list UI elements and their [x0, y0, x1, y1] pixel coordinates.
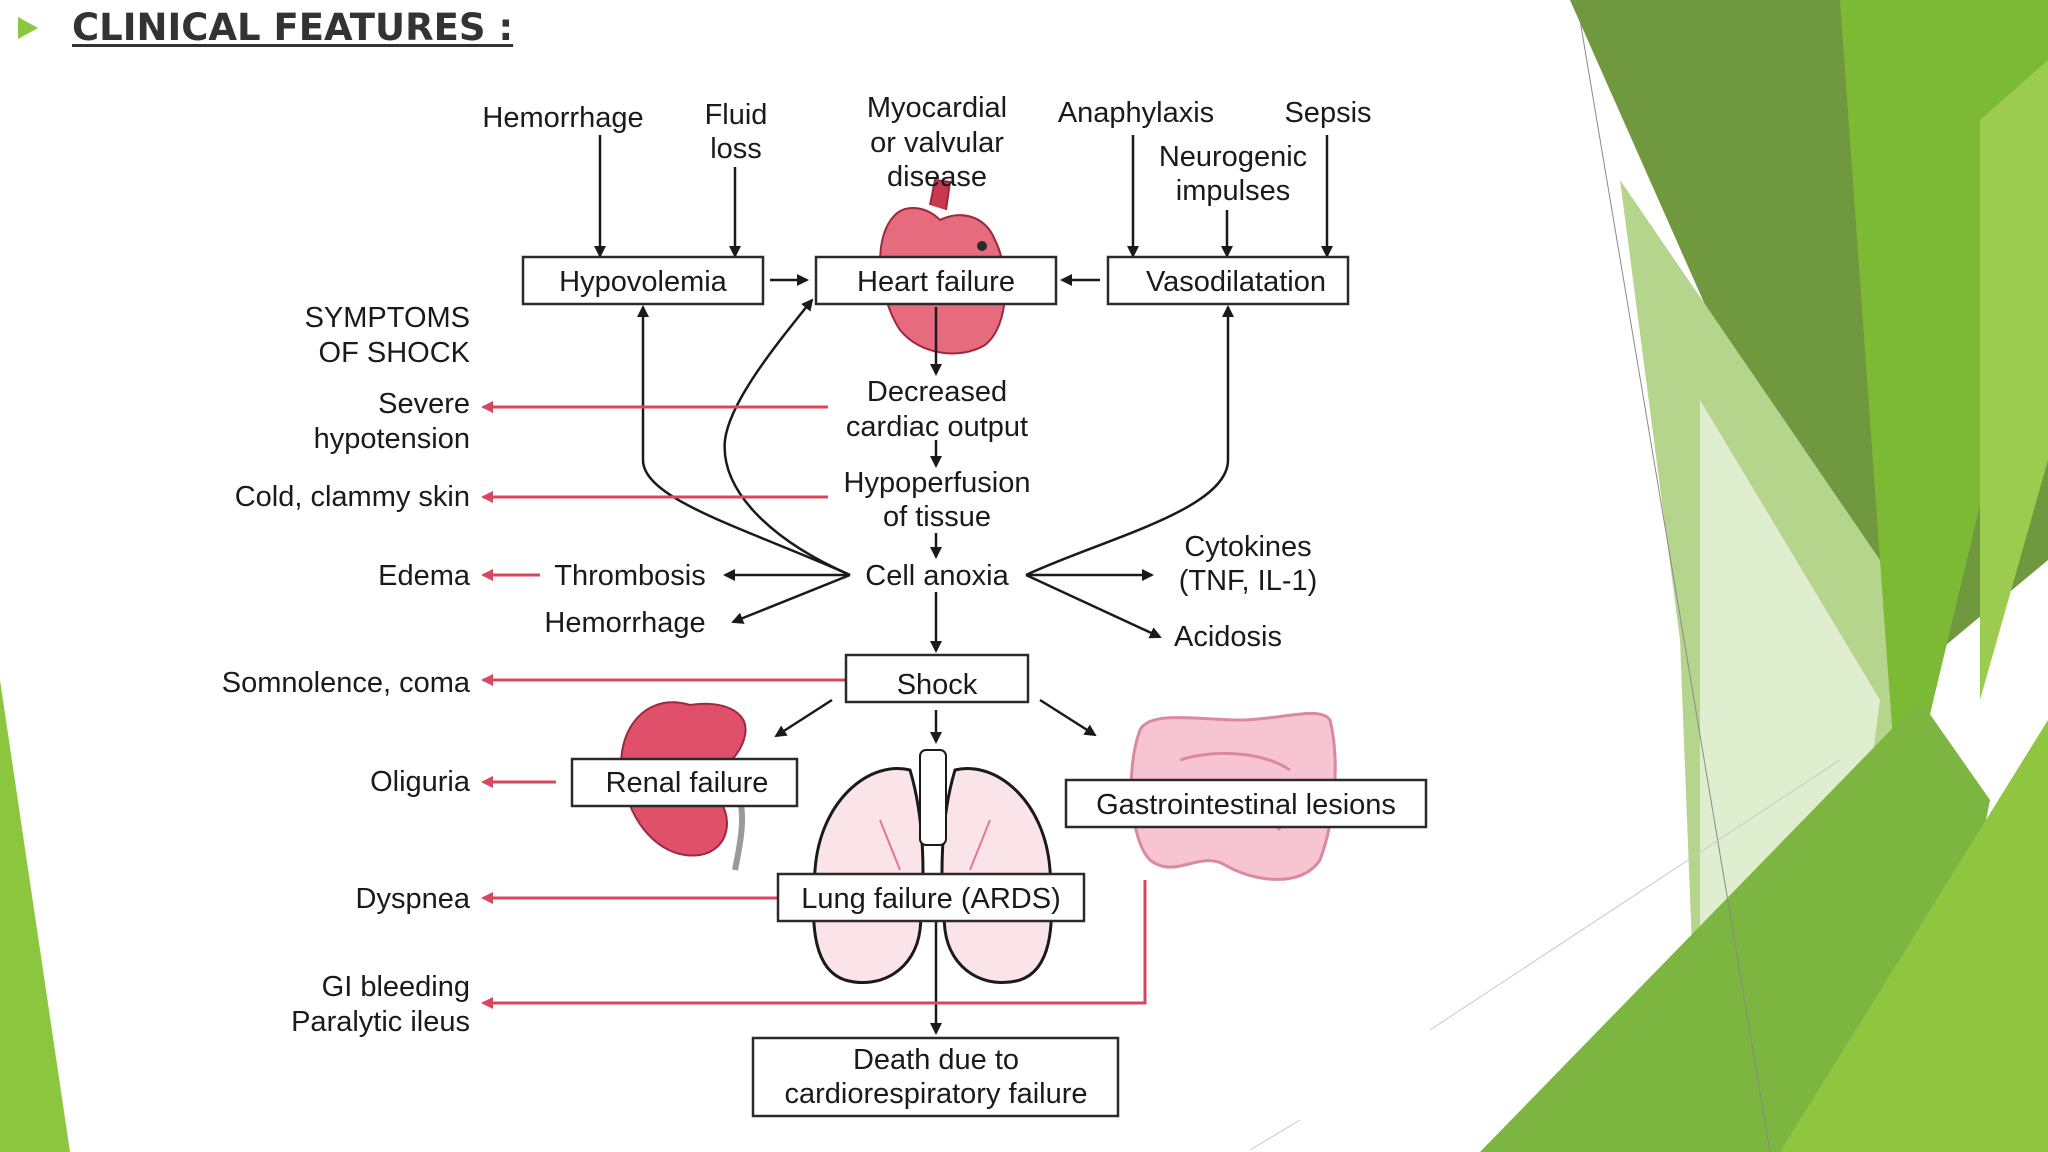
cause-neurogenic-line1: Neurogenic [1159, 141, 1307, 173]
flow-thrombosis: Thrombosis [554, 560, 706, 592]
symptom-oliguria: Oliguria [370, 766, 471, 798]
symptoms-title-line2: OF SHOCK [319, 337, 471, 369]
box-shock-label: Shock [897, 669, 978, 701]
symptom-dyspnea: Dyspnea [356, 883, 471, 915]
cause-myocardial-line3: disease [887, 161, 987, 193]
symptom-gi-bleeding: GI bleeding [322, 971, 470, 1003]
flow-hypoperfusion-line2: of tissue [883, 501, 991, 533]
box-heart-failure: Heart failure [814, 255, 1058, 306]
slide-heading: CLINICAL FEATURES : [18, 6, 513, 49]
box-hypovolemia: Hypovolemia [521, 255, 765, 306]
box-gi-lesions-label: Gastrointestinal lesions [1096, 789, 1396, 821]
box-lung-failure: Lung failure (ARDS) [776, 872, 1086, 923]
box-vasodilatation-label: Vasodilatation [1146, 266, 1326, 298]
slide-title: CLINICAL FEATURES : [72, 6, 514, 49]
cause-sepsis: Sepsis [1284, 97, 1371, 129]
box-death: Death due to cardiorespiratory failure [751, 1036, 1120, 1118]
symptom-severe-hypotension-line1: Severe [378, 388, 470, 420]
cause-hemorrhage: Hemorrhage [482, 102, 643, 134]
symptom-severe-hypotension-line2: hypotension [314, 423, 470, 455]
cause-anaphylaxis: Anaphylaxis [1058, 97, 1214, 129]
lungs-icon [811, 749, 1054, 985]
symptom-somnolence-coma: Somnolence, coma [222, 667, 471, 699]
flow-decreased-output-line2: cardiac output [846, 411, 1028, 443]
cause-fluid-loss-line2: loss [710, 133, 762, 165]
box-death-label-line2: cardiorespiratory failure [784, 1078, 1087, 1110]
box-shock: Shock [844, 653, 1030, 704]
flow-hypoperfusion-line1: Hypoperfusion [844, 467, 1031, 499]
box-renal-failure: Renal failure [570, 757, 799, 808]
symptom-cold-clammy-skin: Cold, clammy skin [235, 481, 470, 513]
cause-fluid-loss-line1: Fluid [705, 99, 768, 131]
flow-cytokines-line1: Cytokines [1184, 531, 1311, 563]
flow-cell-anoxia: Cell anoxia [865, 560, 1009, 592]
box-renal-failure-label: Renal failure [606, 767, 769, 799]
box-lung-failure-label: Lung failure (ARDS) [801, 883, 1061, 915]
flow-acidosis: Acidosis [1174, 621, 1282, 653]
cause-neurogenic-line2: impulses [1176, 175, 1290, 207]
symptoms-title-line1: SYMPTOMS [305, 302, 470, 334]
symptom-paralytic-ileus: Paralytic ileus [291, 1006, 470, 1038]
cause-myocardial-line2: or valvular [870, 127, 1004, 159]
box-hypovolemia-label: Hypovolemia [559, 266, 727, 298]
flow-hemorrhage: Hemorrhage [544, 607, 705, 639]
flow-arrows [594, 135, 1333, 1035]
box-gastrointestinal-lesions: Gastrointestinal lesions [1064, 778, 1428, 829]
box-heart-failure-label: Heart failure [857, 266, 1015, 298]
cause-myocardial-line1: Myocardial [867, 92, 1007, 124]
box-vasodilatation: Vasodilatation [1106, 255, 1350, 306]
triangle-bullet-icon [18, 16, 38, 39]
flow-cytokines-line2: (TNF, IL-1) [1179, 565, 1318, 597]
symptom-edema: Edema [378, 560, 471, 592]
box-death-label-line1: Death due to [853, 1044, 1019, 1076]
symptom-arrows [481, 401, 1147, 1009]
flow-decreased-output-line1: Decreased [867, 376, 1007, 408]
